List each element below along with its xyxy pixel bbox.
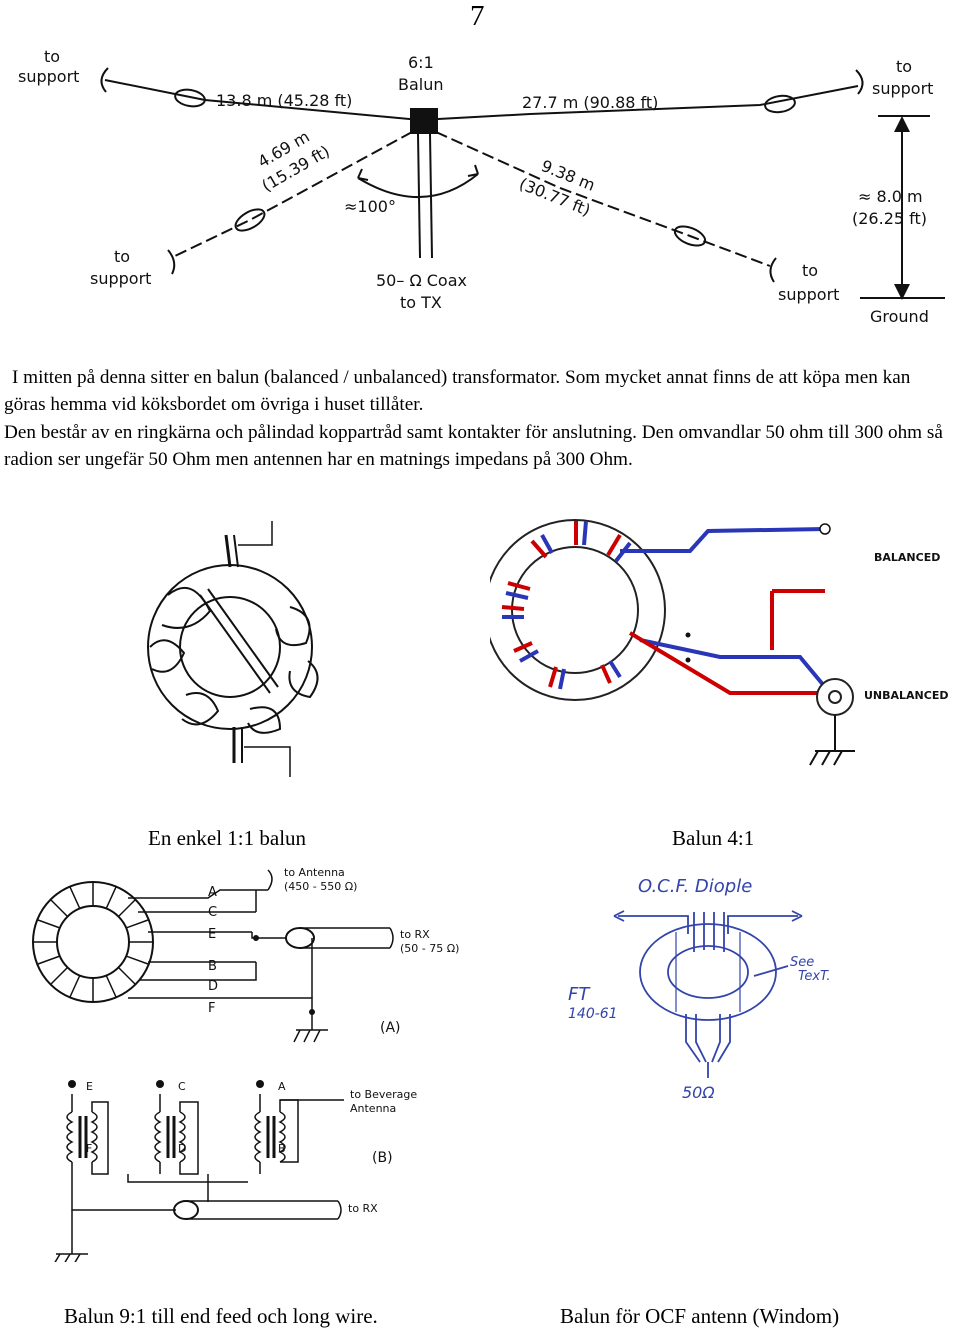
letter-b-b: B: [278, 1142, 286, 1155]
to-antenna-label: to Antenna: [284, 866, 345, 879]
height-label: ≈ 8.0 m: [858, 187, 923, 206]
core-label-type: 140-61: [568, 1006, 618, 1022]
to-support-lower-right-line2: support: [778, 285, 839, 304]
right-wire-length: 27.7 m (90.88 ft): [522, 93, 658, 112]
left-wire-length: 13.8 m (45.28 ft): [216, 91, 352, 110]
ocf-balun-sketch: O.C.F. Diople FT 140-61 See TexT. 50Ω: [528, 862, 912, 1152]
to-support-lower-right-line1: to: [802, 261, 818, 280]
letter-b-c: C: [178, 1080, 186, 1093]
balun-ratio-label: 6:1: [408, 53, 434, 72]
letter-b-a: A: [278, 1080, 286, 1093]
ground-label: Ground: [870, 307, 929, 326]
letter-b-f: F: [86, 1142, 92, 1155]
letter-b-d: D: [178, 1142, 186, 1155]
body-text: I mitten på denna sitter en balun (balan…: [4, 364, 956, 474]
unbalanced-label: UNBALANCED: [864, 689, 948, 702]
page-number: 7: [470, 0, 485, 32]
caption-balun-ocf: Balun för OCF antenn (Windom): [560, 1304, 840, 1328]
toroid-sketch: [147, 521, 319, 777]
letter-f: F: [208, 1001, 215, 1016]
core-label: FT: [568, 984, 591, 1005]
coax-to-tx-label: to TX: [400, 293, 442, 312]
letter-c: C: [208, 905, 217, 920]
antenna-diagram: to support to support to support to supp…: [0, 28, 960, 333]
caption-balun-9-1: Balun 9:1 till end feed och long wire.: [64, 1304, 378, 1328]
to-support-left-line1: to: [44, 47, 60, 66]
see-text-line2: TexT.: [798, 969, 831, 984]
ocf-title: O.C.F. Diople: [638, 876, 752, 897]
to-antenna-ohm: (450 - 550 Ω): [284, 880, 357, 893]
toroid-color-diagram: BALANCED UNBALANCED: [490, 519, 948, 766]
angle-label: ≈100°: [344, 197, 396, 216]
to-rx-b-label: to RX: [348, 1202, 378, 1215]
to-rx-ohm: (50 - 75 Ω): [400, 942, 459, 955]
to-support-right-line1: to: [896, 57, 912, 76]
paragraph-intro: I mitten på denna sitter en balun (balan…: [4, 367, 911, 416]
balun-9-1-schematic: A C E B D F to Antenna (450 - 550 Ω) to …: [32, 866, 459, 1262]
caption-simple-balun: En enkel 1:1 balun: [148, 826, 307, 850]
height-label-ft: (26.25 ft): [852, 209, 927, 228]
to-beverage-antenna: Antenna: [350, 1102, 396, 1115]
see-text-line1: See: [790, 955, 814, 970]
balun-label: Balun: [398, 75, 444, 94]
to-support-right-line2: support: [872, 79, 933, 98]
to-support-lower-left-line1: to: [114, 247, 130, 266]
letter-e: E: [208, 927, 216, 942]
to-support-lower-left-line2: support: [90, 269, 151, 288]
label-a: (A): [380, 1020, 401, 1036]
letter-d: D: [208, 979, 218, 994]
caption-balun-4-1: Balun 4:1: [672, 826, 755, 850]
ocf-ohm-label: 50Ω: [682, 1083, 715, 1102]
letter-b: B: [208, 959, 217, 974]
to-rx-label: to RX: [400, 928, 430, 941]
letter-a: A: [208, 885, 217, 900]
to-beverage-label: to Beverage: [350, 1088, 417, 1101]
coax-label: 50– Ω Coax: [376, 271, 467, 290]
letter-b-e: E: [86, 1080, 93, 1093]
label-b: (B): [372, 1150, 393, 1166]
paragraph-description: Den består av en ringkärna och pålindad …: [4, 421, 943, 471]
balanced-label: BALANCED: [874, 551, 940, 564]
to-support-left-line2: support: [18, 67, 79, 86]
